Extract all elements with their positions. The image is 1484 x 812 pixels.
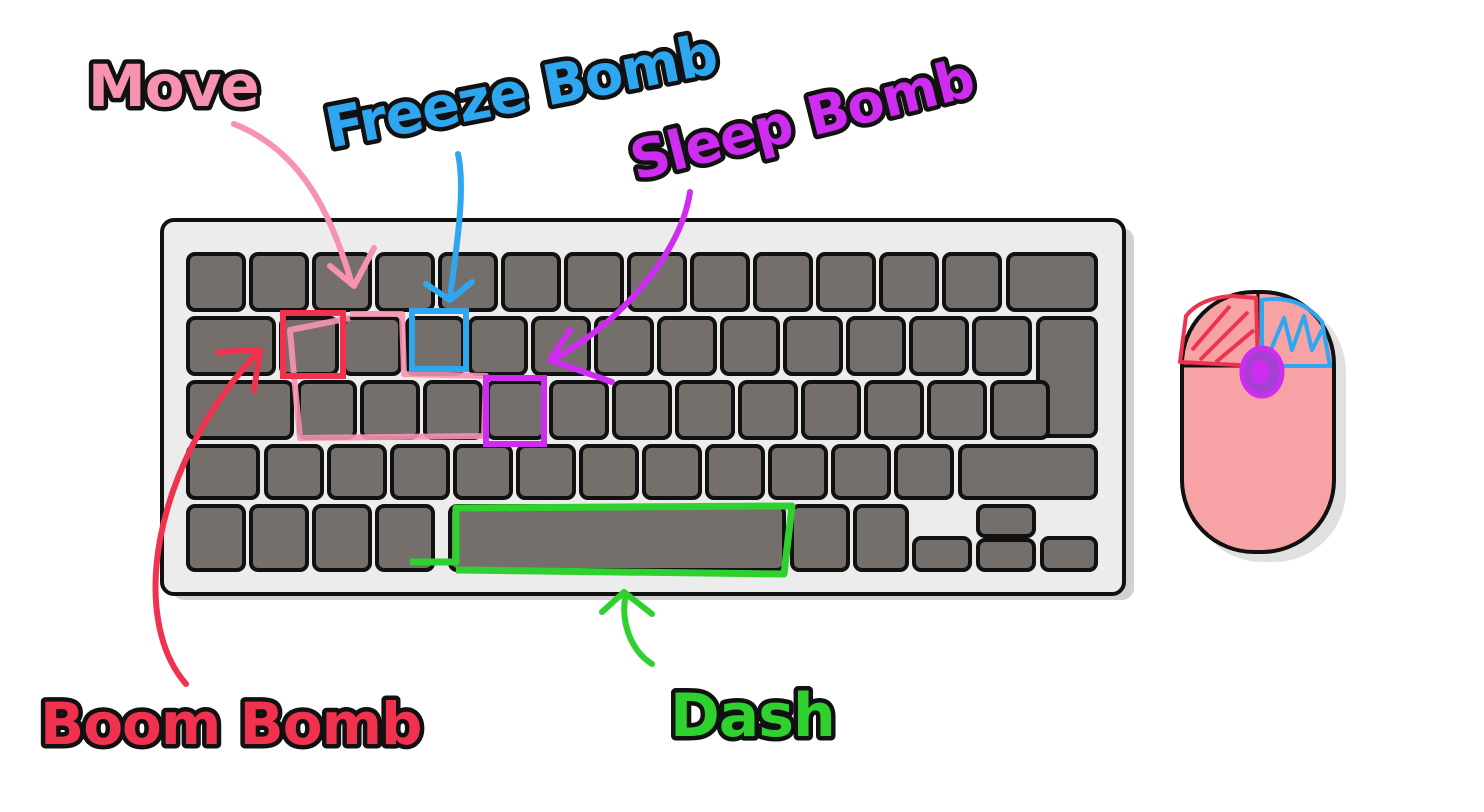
freeze-bomb-key-highlight: [409, 308, 469, 372]
keyboard-key: [927, 380, 987, 440]
keyboard-key: [594, 316, 654, 376]
keyboard-key: [549, 380, 609, 440]
keyboard-key: [801, 380, 861, 440]
keyboard-key: [612, 380, 672, 440]
keyboard-key: [958, 444, 1098, 500]
move-label: Move: [88, 52, 259, 120]
keyboard-key: [912, 536, 972, 572]
keyboard-key: [816, 252, 876, 312]
sleep-bomb-key-highlight: [483, 375, 547, 447]
keyboard-key: [249, 504, 309, 572]
keyboard-keys: [186, 252, 1098, 572]
keyboard-key: [405, 316, 465, 376]
keyboard-key: [186, 252, 246, 312]
keyboard-key: [738, 380, 798, 440]
keyboard-key: [972, 316, 1032, 376]
freeze-bomb-arrow: [447, 151, 464, 301]
keyboard-key: [864, 380, 924, 440]
keyboard-key: [909, 316, 969, 376]
arrow-icon: [152, 121, 693, 687]
keyboard-key: [675, 380, 735, 440]
keyboard-key: [627, 252, 687, 312]
keyboard-key: [501, 252, 561, 312]
keyboard-key: [690, 252, 750, 312]
keyboard-key: [990, 380, 1050, 440]
keyboard-key: [186, 444, 260, 500]
mouse-icon: [1178, 290, 1346, 562]
move-arrow: [231, 121, 355, 287]
dash-key-highlight: [410, 502, 796, 578]
keyboard-key: [942, 252, 1002, 312]
keyboard-key: [564, 252, 624, 312]
keyboard-key: [1040, 536, 1098, 572]
keyboard-key: [853, 504, 909, 572]
keyboard-key: [705, 444, 765, 500]
boom-bomb-key-highlight: [280, 310, 346, 379]
mouse-right-button-scribble: [1260, 297, 1332, 368]
keyboard-key: [831, 444, 891, 500]
keyboard-key: [297, 380, 357, 440]
keyboard-key: [264, 444, 324, 500]
keyboard-key: [342, 316, 402, 376]
keyboard-key: [375, 252, 435, 312]
keyboard-key: [312, 504, 372, 572]
keyboard-key: [894, 444, 954, 500]
keyboard-key: [375, 504, 435, 572]
keyboard-key: [486, 380, 546, 440]
keyboard-key: [579, 444, 639, 500]
keyboard-key: [976, 504, 1036, 538]
keyboard-key: [186, 380, 294, 440]
keyboard-key: [753, 252, 813, 312]
keyboard-key: [186, 504, 246, 572]
sleep-bomb-arrow: [549, 189, 693, 363]
keyboard-key: [783, 316, 843, 376]
keyboard-key: [1036, 316, 1098, 438]
keyboard-key: [790, 504, 850, 572]
keyboard-key: [423, 380, 483, 440]
keyboard-key: [976, 538, 1036, 572]
keyboard-key: [390, 444, 450, 500]
keyboard-key: [360, 380, 420, 440]
keyboard-key: [468, 316, 528, 376]
mouse-left-button-scribble: [1178, 294, 1260, 368]
boom-bomb-label: Boom Bomb: [40, 690, 422, 758]
keyboard-key: [768, 444, 828, 500]
keyboard-key: [186, 316, 276, 376]
boom-bomb-arrow: [152, 351, 259, 687]
keyboard-key: [453, 444, 513, 500]
dash-label: Dash: [670, 681, 835, 751]
keyboard-key: [720, 316, 780, 376]
keyboard-key: [657, 316, 717, 376]
keyboard-key: [879, 252, 939, 312]
dash-arrow: [621, 591, 655, 667]
keyboard-key: [516, 444, 576, 500]
keyboard-key: [1006, 252, 1098, 312]
keyboard-key: [327, 444, 387, 500]
keyboard-key: [249, 252, 309, 312]
keyboard-key: [448, 504, 786, 572]
keyboard-key: [642, 444, 702, 500]
keyboard-key: [846, 316, 906, 376]
